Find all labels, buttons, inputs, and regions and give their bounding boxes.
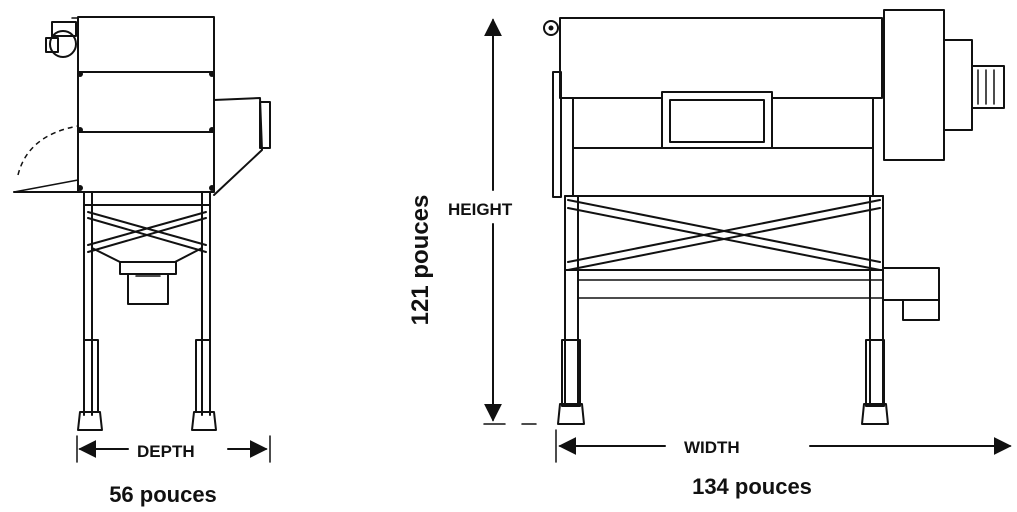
front-top-housing [559,17,883,99]
width-value: 134 pouces [692,474,812,499]
side-top-housing [77,16,215,73]
height-label: HEIGHT [448,200,513,219]
side-duct [213,97,271,196]
side-view [13,16,271,463]
inspection-window [661,91,773,149]
front-legs [557,195,889,425]
side-rivets [77,71,215,191]
front-view [483,9,1012,463]
height-dimension [483,18,537,425]
front-cross-braces [567,199,881,271]
depth-label: DEPTH [137,442,195,461]
side-lower-section [77,131,215,193]
depth-dimension [76,435,271,463]
width-dimension [555,429,1012,463]
front-hopper [564,195,884,271]
height-value: 121 pouces [407,195,434,326]
front-chute [577,267,940,321]
front-hinge-strip [552,71,562,198]
side-motor-icon [45,21,77,58]
fan-housing [883,9,1005,161]
side-middle-section [77,71,215,133]
front-lower-housing [572,147,874,197]
lifting-eye-icon [543,20,559,36]
depth-value: 56 pouces [109,482,217,507]
side-door [13,125,79,193]
side-frame [77,191,217,431]
width-label: WIDTH [684,438,740,457]
